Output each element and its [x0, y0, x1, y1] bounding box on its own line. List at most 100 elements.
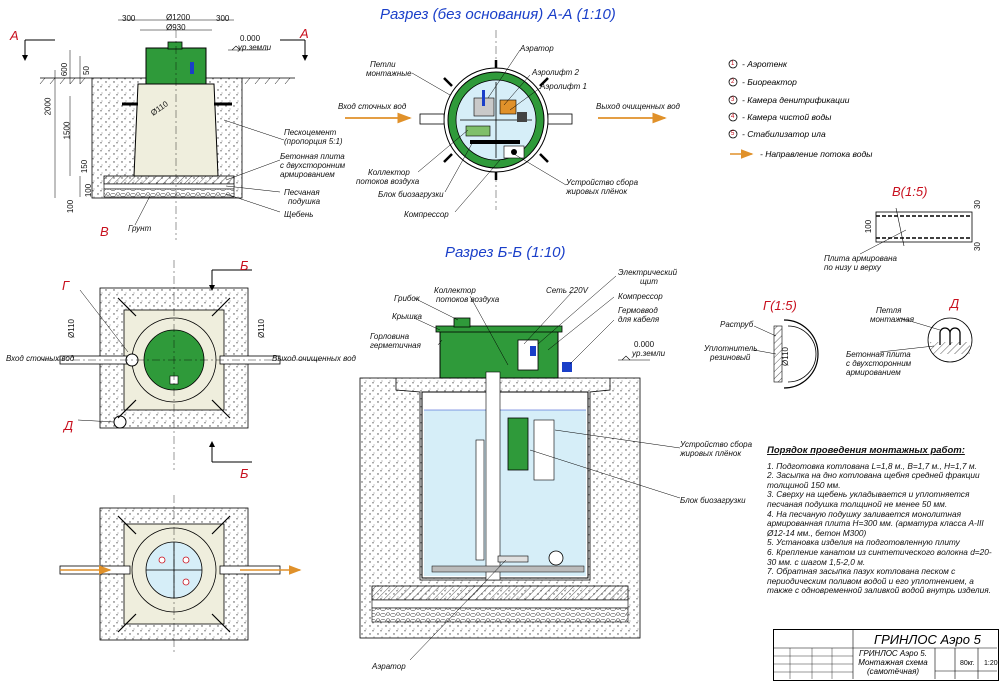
- aa-label-vyhod: Выход очищенных вод: [596, 102, 680, 111]
- detail-v-plita: Плита армирована: [824, 254, 897, 263]
- elevation-view: [22, 19, 308, 240]
- detail-g-uplot-2: резиновый: [710, 353, 751, 362]
- bb-label-ustr: Устройство сбора: [680, 440, 753, 449]
- dim-v-100: 100: [864, 219, 874, 234]
- detail-d-bet-2: с двухсторонним: [846, 359, 912, 368]
- title-block-name: ГРИНЛОС Аэро 5: [874, 632, 981, 647]
- label-plita: Бетонная плита: [280, 152, 345, 161]
- bb-label-germo: Гермоввод: [618, 306, 658, 315]
- label-plita-3: армированием: [280, 170, 335, 179]
- installation-notes: Порядок проведения монтажных работ: 1. П…: [767, 446, 992, 596]
- aa-label-ustr-2: жировых плёнок: [566, 187, 628, 196]
- title-detail-d: Д: [950, 296, 960, 311]
- legend-markers: [728, 59, 754, 159]
- aa-label-petli: Петли: [370, 60, 396, 69]
- plan-view-top: [40, 260, 320, 470]
- level-bb: 0.000: [634, 340, 655, 349]
- detail-v-plita-2: по низу и верху: [824, 263, 881, 272]
- note-item: 5. Установка изделия на подготовленную п…: [767, 537, 960, 548]
- label-vyhod-plan: Выход очищенных вод: [272, 354, 356, 363]
- section-bb: [359, 275, 681, 661]
- dim-v-30a: 30: [972, 200, 982, 209]
- bb-label-biozag: Блок биозагрузки: [680, 496, 746, 505]
- section-mark-b-bottom: Б: [240, 466, 249, 481]
- detail-g-rastrub: Раструб: [720, 320, 754, 329]
- detail-d-petlya: Петля: [876, 306, 902, 315]
- aa-label-biozag: Блок биозагрузки: [378, 190, 444, 199]
- note-item: 6. Крепление канатом из синтетического в…: [767, 546, 992, 567]
- bb-label-kryshka: Крышка: [392, 312, 422, 321]
- dim-100b: 100: [66, 199, 76, 214]
- legend-item-2: - Биореактор: [742, 77, 797, 87]
- legend-num-3: 3: [731, 97, 735, 103]
- dim-300a: 300: [122, 14, 136, 23]
- label-podushka: Песчаная: [284, 188, 320, 197]
- bb-label-aerator: Аэратор: [372, 662, 406, 671]
- title-block-desc: ГРИНЛОС Аэро 5. Монтажная схема (самотёч…: [858, 649, 928, 676]
- level-top-sub: ур.земли: [238, 43, 272, 52]
- title-block-mass: 80кг.: [960, 660, 975, 667]
- bb-label-kollektor: Коллектор: [434, 286, 476, 295]
- bb-label-gribok: Грибок: [394, 294, 420, 303]
- section-mark-b-top: Б: [240, 258, 249, 273]
- aa-label-petli-2: монтажные: [366, 69, 412, 78]
- detail-d-bet-3: армированием: [846, 368, 901, 377]
- title-block-scale: 1:20: [984, 660, 998, 667]
- bb-label-ustr-2: жировых плёнок: [680, 449, 742, 458]
- bb-label-kompressor: Компрессор: [618, 292, 663, 301]
- aa-label-vhod: Вход сточных вод: [338, 102, 407, 111]
- dim-d110-right: Ø110: [256, 319, 266, 338]
- dim-d110-g: Ø110: [780, 347, 790, 366]
- section-aa: [345, 30, 667, 213]
- dim-d930: Ø930: [166, 23, 186, 32]
- label-podushka-2: подушка: [288, 197, 321, 206]
- callout-v: В: [100, 224, 109, 239]
- dim-d110-left: Ø110: [66, 319, 76, 338]
- detail-g: [753, 319, 819, 389]
- note-item: 7. Обратная засыпка пазух котлована песк…: [767, 566, 991, 596]
- bb-label-shchit-2: щит: [640, 277, 658, 286]
- dim-v-30b: 30: [972, 242, 982, 251]
- legend-item-5: - Стабилизатор ила: [742, 129, 826, 139]
- legend-item-3: - Камера денитрификации: [742, 95, 850, 105]
- section-mark-a-left: А: [10, 28, 19, 43]
- section-mark-a-right: А: [300, 26, 309, 41]
- aa-label-aerator: Аэратор: [520, 44, 554, 53]
- note-item: 4. На песчаную подушку заливается моноли…: [767, 508, 984, 538]
- aa-label-aerolift2: Аэролифт 2: [532, 68, 579, 77]
- detail-d-petlya-2: монтажная: [870, 315, 914, 324]
- bb-label-shchit: Электрический: [618, 268, 678, 277]
- detail-d-bet: Бетонная плита: [846, 350, 911, 359]
- label-plita-2: с двухсторонним: [280, 161, 346, 170]
- bb-label-germo-2: для кабеля: [618, 315, 660, 324]
- dim-150: 150: [80, 159, 90, 174]
- notes-heading: Порядок проведения монтажных работ:: [767, 445, 965, 456]
- title-block: ГРИНЛОС Аэро 5 ГРИНЛОС Аэро 5. Монтажная…: [773, 629, 999, 681]
- detail-v: [859, 207, 973, 255]
- title-section-bb: Разрез Б-Б (1:10): [445, 244, 566, 261]
- title-block-grid: [773, 629, 997, 679]
- detail-g-uplot: Уплотнитель: [704, 344, 758, 353]
- aa-label-aerolift1: Аэролифт 1: [540, 82, 587, 91]
- label-grunt: Грунт: [128, 224, 152, 233]
- note-item: 1. Подготовка котлована L=1,8 м., B=1,7 …: [767, 460, 977, 471]
- dim-1500: 1500: [62, 121, 72, 140]
- legend-num-5: 5: [731, 131, 735, 137]
- dim-2000: 2000: [43, 97, 53, 116]
- label-peskocement-2: (пропорция 5:1): [284, 137, 343, 146]
- aa-label-kollektor: Коллектор: [368, 168, 410, 177]
- aa-label-ustr: Устройство сбора: [566, 178, 639, 187]
- legend-item-4: - Камера чистой воды: [742, 112, 832, 122]
- bb-label-kollektor-2: потоков воздуха: [436, 295, 500, 304]
- legend-num-1: 1: [731, 61, 735, 67]
- dim-50: 50: [81, 66, 91, 75]
- aa-label-kollektor-2: потоков воздуха: [356, 177, 420, 186]
- dim-600: 600: [60, 62, 70, 77]
- title-detail-v: В(1:5): [892, 184, 928, 199]
- label-vhod-plan: Вход сточных вод: [6, 354, 75, 363]
- bb-label-gorlovina: Горловина: [370, 332, 410, 341]
- title-detail-g: Г(1:5): [763, 298, 797, 313]
- callout-d: Д: [64, 418, 74, 433]
- bb-label-gorlovina-2: герметичная: [370, 341, 421, 350]
